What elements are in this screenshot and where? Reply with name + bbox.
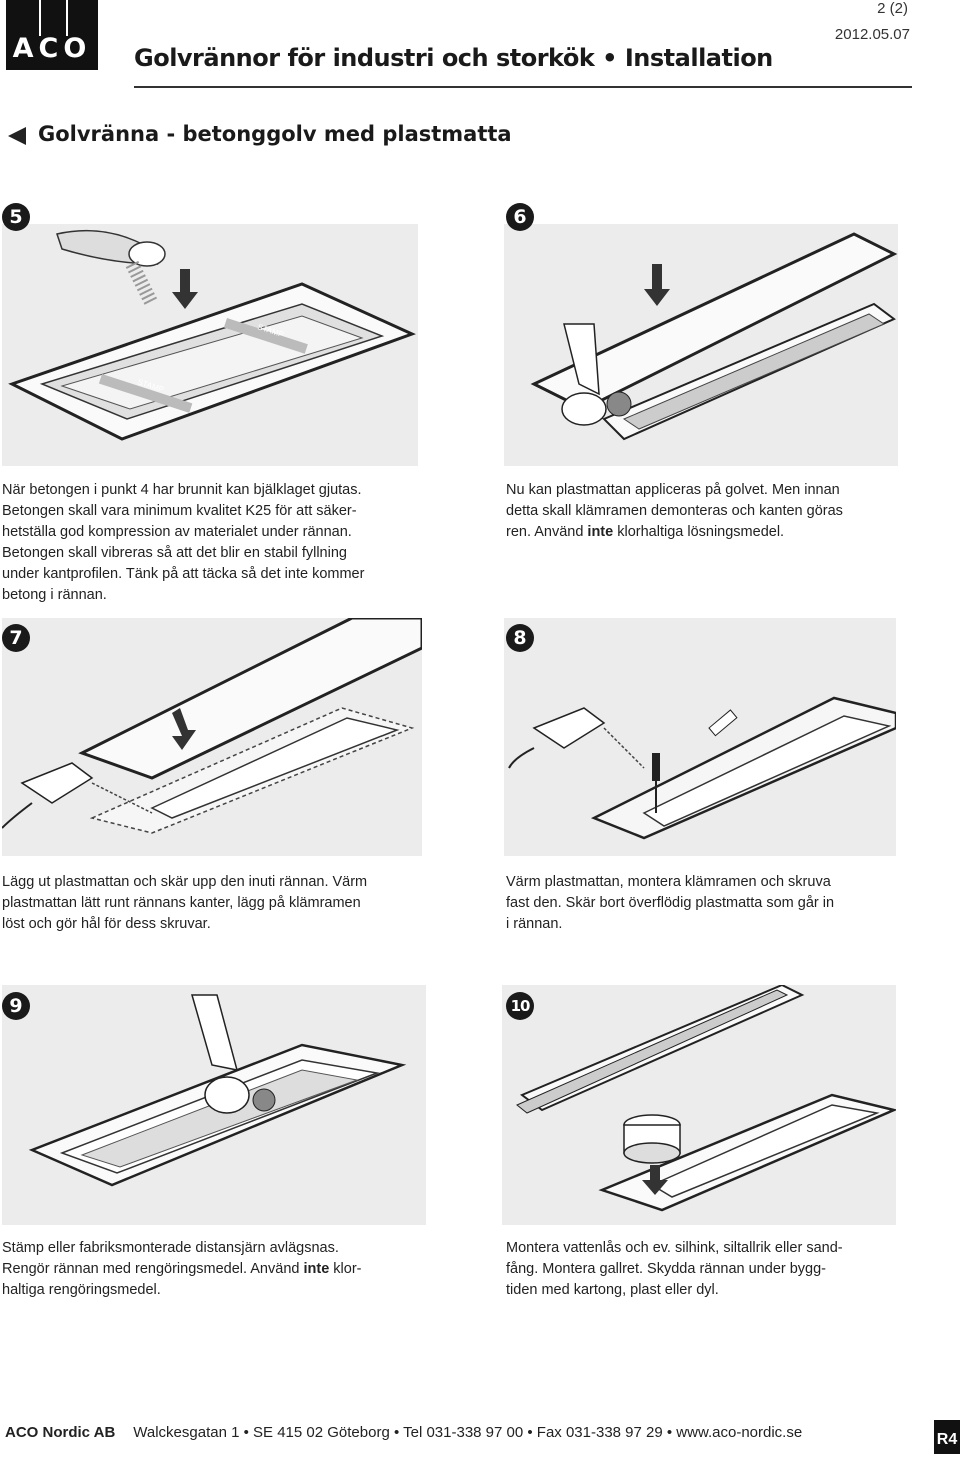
step-number-badge: 10 bbox=[506, 992, 534, 1020]
step-7-caption: Lägg ut plastmattan och skär upp den inu… bbox=[2, 872, 422, 935]
caption-line: tiden med kartong, plast eller dyl. bbox=[506, 1282, 719, 1298]
footer-company: ACO Nordic AB bbox=[5, 1424, 116, 1441]
page-tag: R4 bbox=[934, 1420, 960, 1454]
caption-emphasis: inte bbox=[587, 524, 614, 540]
caption-line: När betongen i punkt 4 har brunnit kan b… bbox=[2, 482, 362, 498]
step-number-badge: 5 bbox=[2, 203, 30, 231]
logo-divider bbox=[66, 0, 68, 36]
caption-line: Rengör rännan med rengöringsmedel. Använ… bbox=[2, 1259, 422, 1280]
footer-address: Walckesgatan 1 • SE 415 02 Göteborg • Te… bbox=[133, 1424, 803, 1441]
section-arrow-icon bbox=[8, 127, 26, 145]
step-5-caption: När betongen i punkt 4 har brunnit kan b… bbox=[2, 480, 422, 606]
aco-logo: ACO bbox=[6, 0, 98, 70]
caption-text: klorhaltiga lösningsmedel. bbox=[613, 524, 785, 540]
step-number-badge: 7 bbox=[2, 624, 30, 652]
caption-line: Montera vattenlås och ev. silhink, silta… bbox=[506, 1240, 843, 1256]
caption-line: löst och gör hål för dess skruvar. bbox=[2, 916, 211, 932]
step-9-caption: Stämp eller fabriksmonterade distansjärn… bbox=[2, 1238, 422, 1301]
step-number-badge: 8 bbox=[506, 624, 534, 652]
page-number: 2 (2) bbox=[877, 0, 908, 17]
caption-line: Nu kan plastmattan appliceras på golvet.… bbox=[506, 482, 840, 498]
section-title: Golvränna - betonggolv med plastmatta bbox=[38, 122, 512, 146]
caption-line: plastmattan lätt runt rännans kanter, lä… bbox=[2, 895, 361, 911]
step-8-illustration bbox=[504, 618, 896, 856]
step-number-badge: 9 bbox=[2, 992, 30, 1020]
footer: ACO Nordic AB Walckesgatan 1 • SE 415 02 … bbox=[5, 1424, 802, 1441]
caption-line: Betongen skall vara minimum kvalitet K25… bbox=[2, 503, 357, 519]
caption-line: betong i rännan. bbox=[2, 587, 107, 603]
caption-line: fång. Montera gallret. Skydda rännan und… bbox=[506, 1261, 827, 1277]
caption-line: under kantprofilen. Tänk på att täcka så… bbox=[2, 566, 365, 582]
caption-text: ren. Använd bbox=[506, 524, 588, 540]
caption-line: Värm plastmattan, montera klämramen och … bbox=[506, 874, 831, 890]
caption-line: i rännan. bbox=[506, 916, 563, 932]
step-8-caption: Värm plastmattan, montera klämramen och … bbox=[506, 872, 926, 935]
caption-line: haltiga rengöringsmedel. bbox=[2, 1282, 161, 1298]
caption-line: Stämp eller fabriksmonterade distansjärn… bbox=[2, 1240, 339, 1256]
caption-line: detta skall klämramen demonteras och kan… bbox=[506, 503, 843, 519]
caption-line: Lägg ut plastmattan och skär upp den inu… bbox=[2, 874, 368, 890]
caption-line: ren. Använd inte klorhaltiga lösningsmed… bbox=[506, 522, 926, 543]
step-6-caption: Nu kan plastmattan appliceras på golvet.… bbox=[506, 480, 926, 543]
step-9-illustration bbox=[2, 985, 426, 1225]
header-divider bbox=[134, 86, 912, 88]
step-number-badge: 6 bbox=[506, 203, 534, 231]
step-5-illustration: STAMP STAMP bbox=[2, 224, 418, 466]
page-title: Golvrännor för industri och storkök • In… bbox=[134, 44, 773, 72]
logo-divider bbox=[39, 0, 41, 36]
logo-text: ACO bbox=[12, 33, 92, 64]
caption-line: hetställa god kompression av materialet … bbox=[2, 524, 352, 540]
page-date: 2012.05.07 bbox=[834, 26, 910, 43]
caption-line: Betongen skall vibreras så att det blir … bbox=[2, 545, 347, 561]
caption-emphasis: inte bbox=[303, 1261, 330, 1277]
caption-line: fast den. Skär bort överflödig plastmatt… bbox=[506, 895, 835, 911]
step-10-caption: Montera vattenlås och ev. silhink, silta… bbox=[506, 1238, 926, 1301]
caption-text: Rengör rännan med rengöringsmedel. Använ… bbox=[2, 1261, 304, 1277]
step-7-illustration bbox=[2, 618, 422, 856]
caption-text: klor- bbox=[329, 1261, 362, 1277]
step-6-illustration bbox=[504, 224, 898, 466]
step-10-illustration bbox=[502, 985, 896, 1225]
